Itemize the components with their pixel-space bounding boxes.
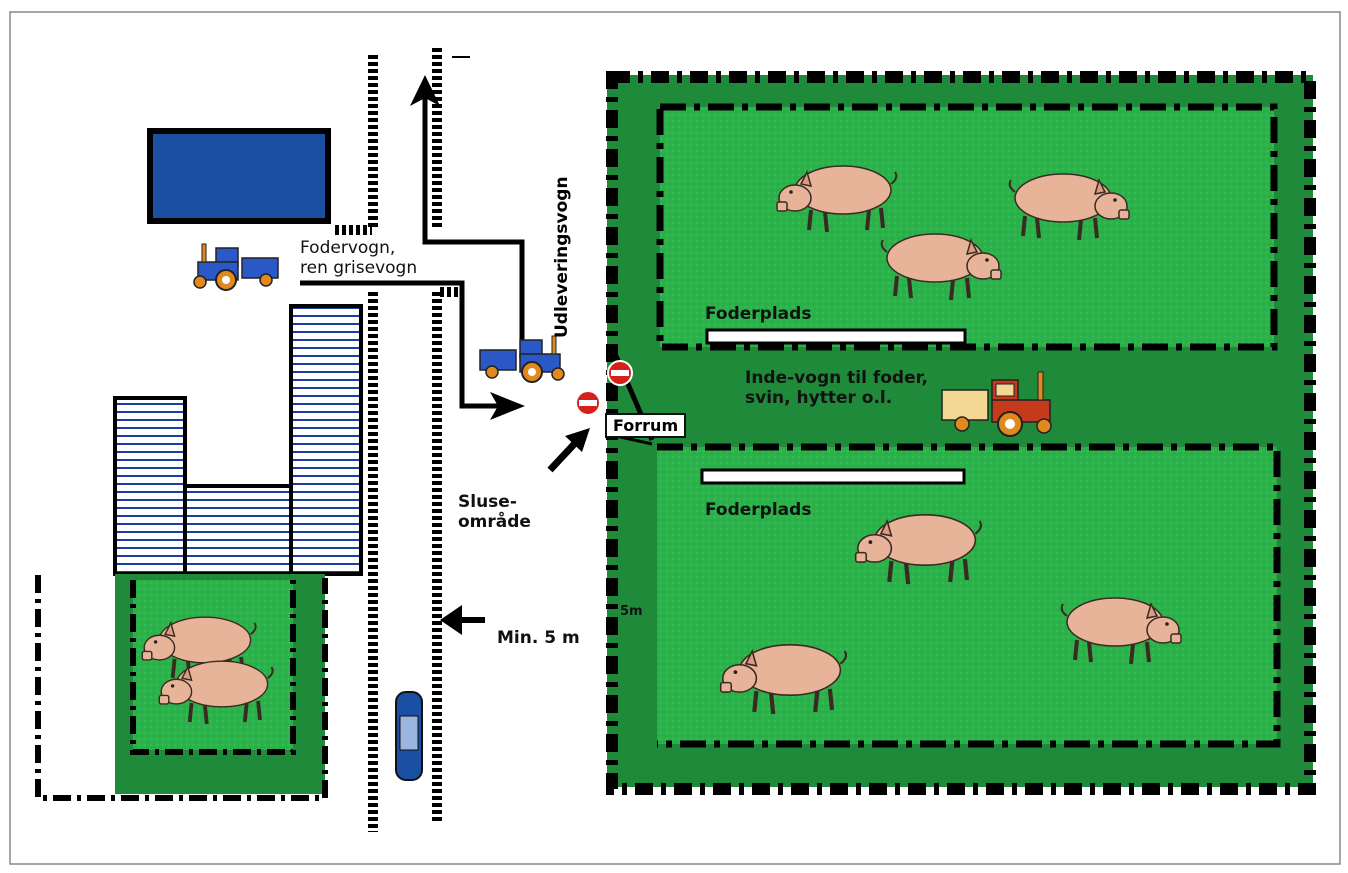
- outer-left-fence: [35, 575, 328, 801]
- lower-paddock: [657, 447, 1277, 744]
- sluse-label-2: område: [458, 512, 531, 532]
- arrow-up-icon: [410, 75, 440, 106]
- upper-paddock: [660, 107, 1274, 347]
- udleveringsvogn-label: Udleveringsvogn: [552, 176, 572, 338]
- outer-frame: [9, 11, 1341, 865]
- pond: [147, 128, 331, 224]
- foderplads-top-label: Foderplads: [705, 304, 812, 324]
- forrum-label: Forrum: [605, 413, 687, 438]
- lower-paddock-fence: [657, 443, 1281, 748]
- building-right: [289, 304, 363, 576]
- inde-vogn-label-2: svin, hytter o.l.: [745, 388, 893, 408]
- gate-icon: [607, 360, 633, 386]
- small-paddock-fence: [130, 580, 296, 755]
- inde-vogn-label-1: Inde-vogn til foder,: [745, 368, 928, 388]
- building-middle: [183, 484, 293, 576]
- tractor-icon: [479, 335, 565, 383]
- feeding-trough-top: [705, 328, 967, 345]
- min-5m-label: Min. 5 m: [497, 628, 580, 648]
- arrow-diagonal-icon: [565, 428, 590, 452]
- feeding-trough-bottom: [700, 468, 966, 485]
- foderplads-bottom-label: Foderplads: [705, 500, 812, 520]
- sluse-label-1: Sluse-: [458, 492, 517, 512]
- tractor-icon: [193, 243, 279, 291]
- five-m-label: 5m: [620, 604, 643, 619]
- arrow-shaft: [547, 437, 581, 473]
- route-line: [300, 280, 505, 409]
- arrow-left-icon: [440, 605, 462, 635]
- upper-paddock-fence: [656, 103, 1278, 351]
- route-line: [422, 95, 525, 340]
- fodervogn-label: Fodervogn,: [300, 238, 396, 258]
- gate-icon: [575, 390, 601, 416]
- arrow-right-icon: [490, 392, 525, 420]
- ren-grisevogn-label: ren grisevogn: [300, 258, 418, 278]
- building-left: [113, 396, 187, 576]
- car-icon: [395, 691, 423, 781]
